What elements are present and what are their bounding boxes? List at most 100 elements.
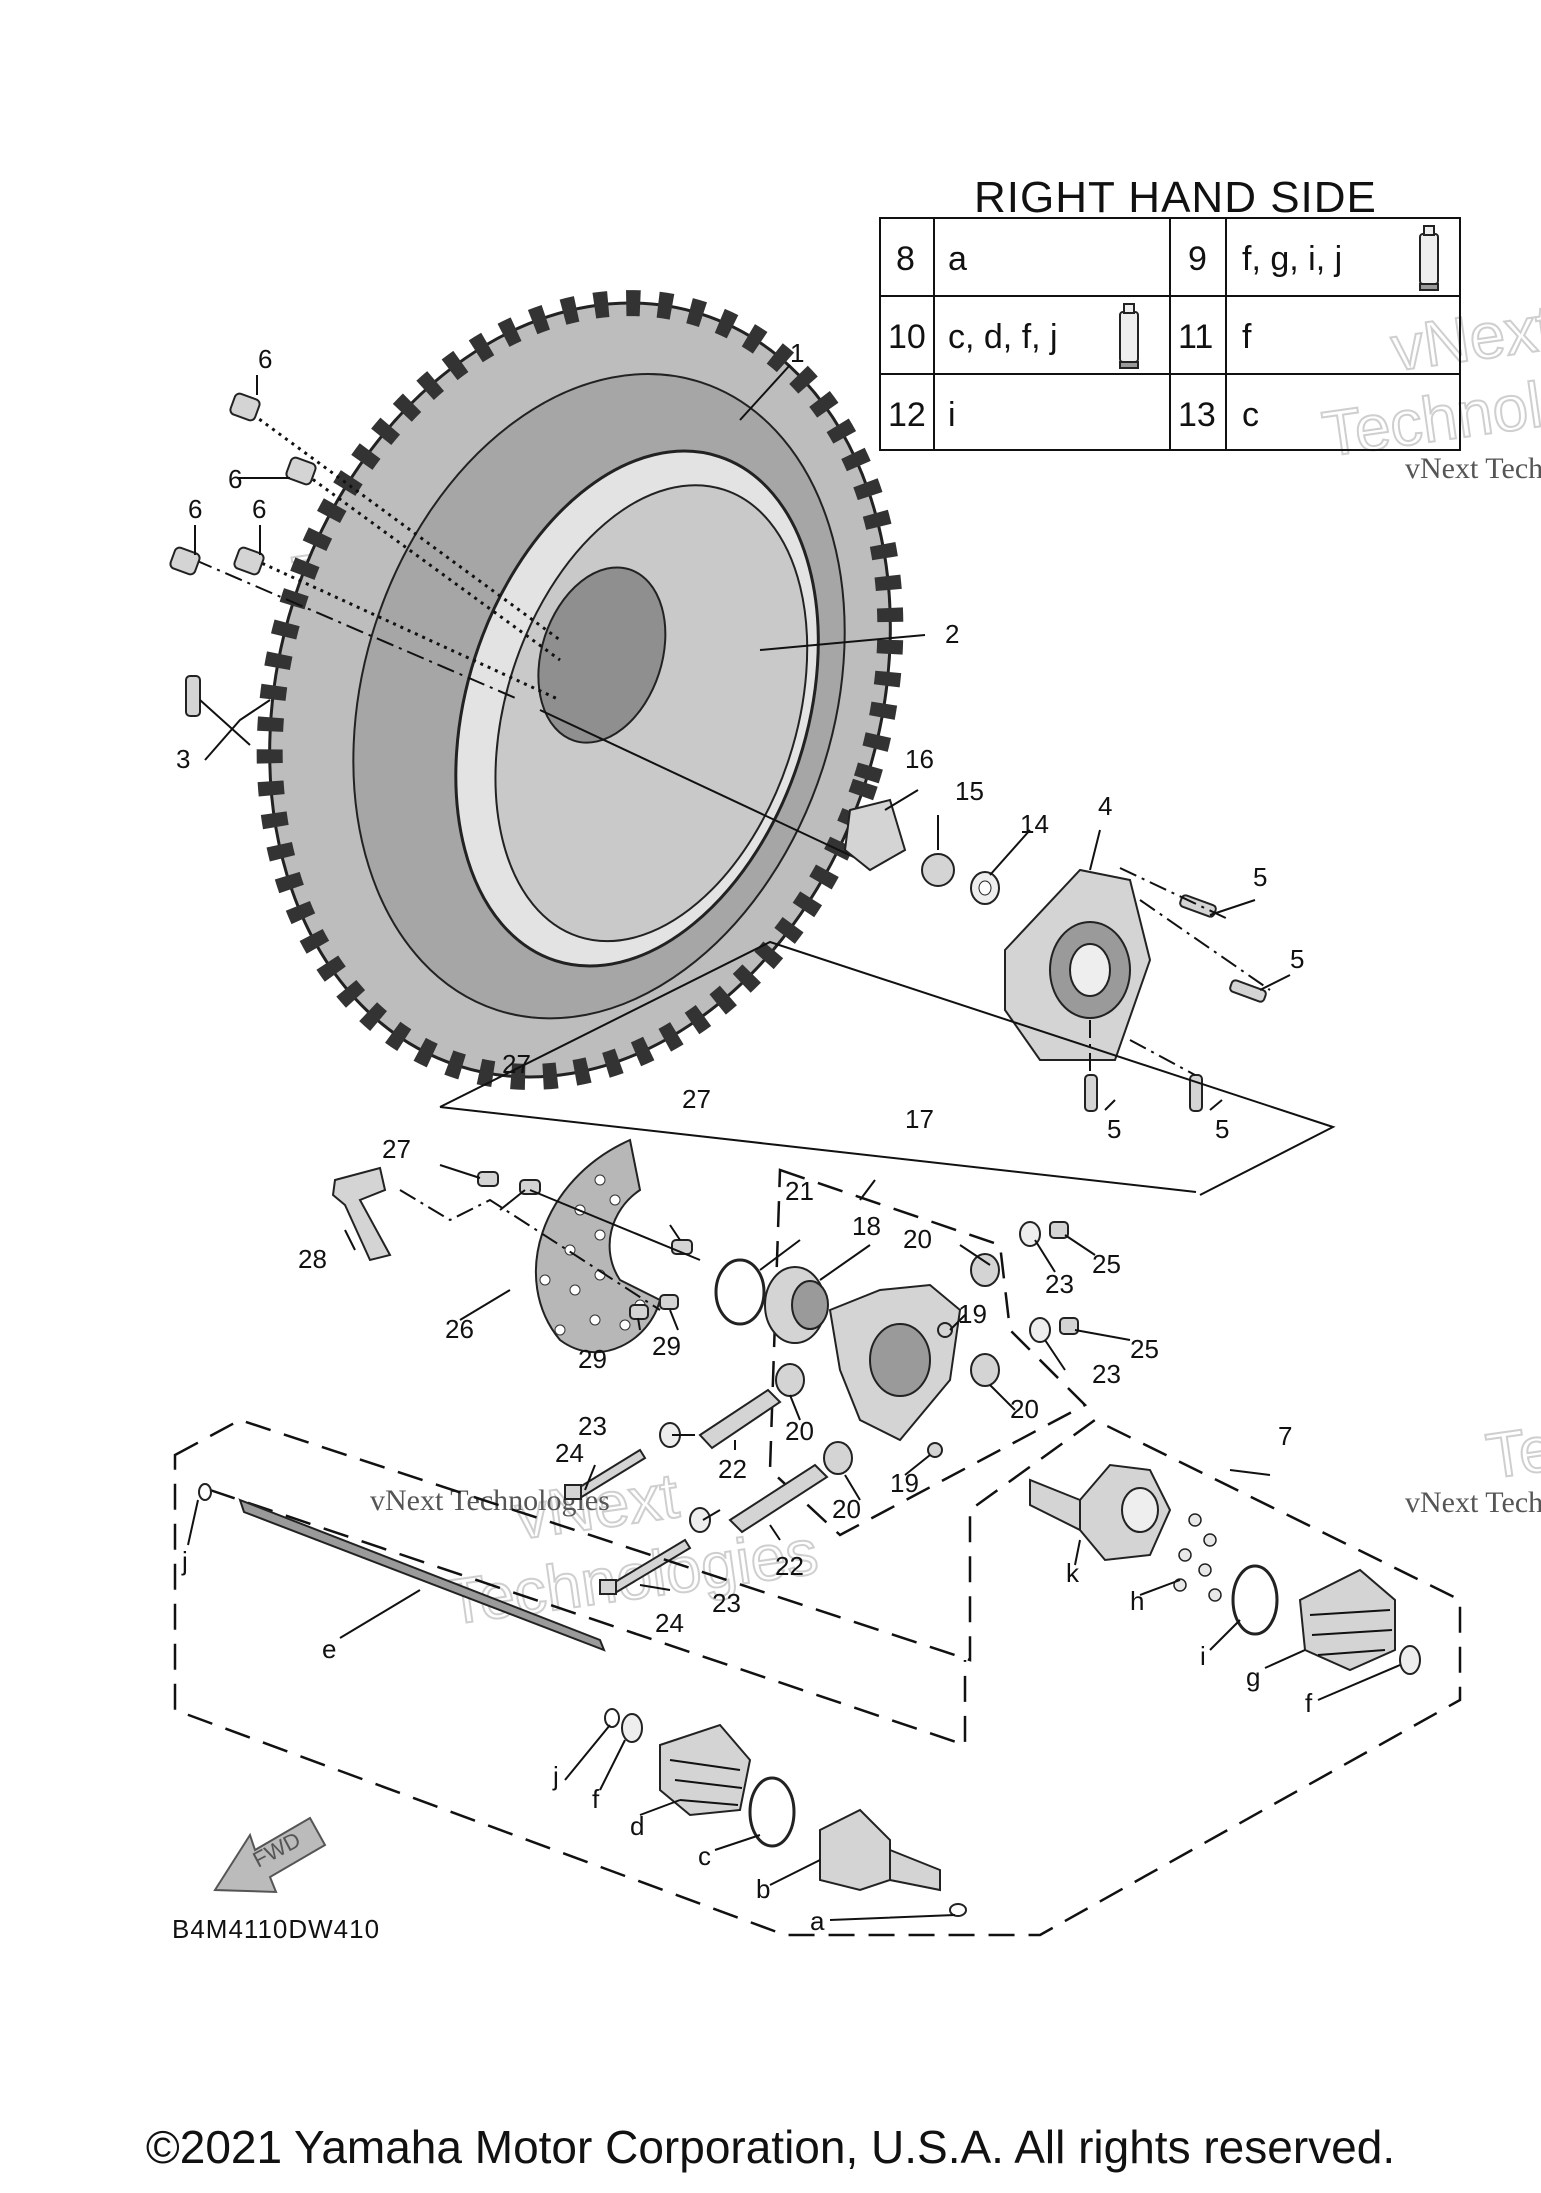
table-num-12: 12 — [888, 396, 926, 434]
callout-25a: 25 — [1092, 1249, 1121, 1279]
callout-20d: 20 — [832, 1494, 861, 1524]
knuckle-bolt — [599, 1538, 692, 1595]
table-val-9: f, g, i, j — [1242, 240, 1342, 278]
boot-band — [621, 1713, 643, 1743]
table-val-13: c — [1242, 396, 1259, 434]
callout-4: 4 — [1098, 791, 1112, 821]
callout-20a: 20 — [903, 1224, 932, 1254]
circlip — [604, 1708, 620, 1728]
callout-d: d — [630, 1811, 644, 1841]
callout-5b: 5 — [1290, 944, 1304, 974]
brake-disc — [535, 1138, 662, 1354]
callout-k: k — [1066, 1558, 1080, 1588]
nut — [1059, 1317, 1079, 1335]
wheel-hub — [1004, 868, 1152, 1061]
tire-assembly — [194, 290, 904, 1090]
disc-bolt — [477, 1171, 499, 1187]
drive-shaft-group-outline — [173, 1418, 1462, 1937]
callout-29b: 29 — [652, 1331, 681, 1361]
table-num-10: 10 — [888, 318, 926, 356]
callout-15: 15 — [955, 776, 984, 806]
boot-outer — [1298, 1568, 1396, 1672]
grease-tube-icon — [1119, 303, 1139, 369]
callout-h: h — [1130, 1586, 1144, 1616]
circlip — [198, 1483, 212, 1501]
steering-knuckle — [828, 1283, 962, 1442]
callout-25b: 25 — [1130, 1334, 1159, 1364]
callout-b: b — [756, 1874, 770, 1904]
cv-joint-outer — [819, 1808, 941, 1892]
watermark-caption-2: vNext Technologies — [1405, 452, 1541, 485]
callout-5a: 5 — [1253, 862, 1267, 892]
table-num-8: 8 — [896, 240, 915, 278]
hub-bolt — [1229, 979, 1267, 1003]
callout-19a: 19 — [958, 1299, 987, 1329]
table-val-11: f — [1242, 318, 1252, 356]
callout-j1: j — [181, 1546, 188, 1576]
callout-j2: j — [552, 1761, 559, 1791]
callout-7: 7 — [1278, 1421, 1292, 1451]
callout-16: 16 — [905, 744, 934, 774]
callout-26: 26 — [445, 1314, 474, 1344]
hub-bolt — [1084, 1074, 1098, 1112]
grease-fitting — [927, 1442, 943, 1458]
wheel-nut — [285, 456, 317, 486]
disc-bolt — [629, 1304, 649, 1320]
valve-stem — [185, 675, 251, 746]
knuckle-group-outline — [768, 1168, 1088, 1537]
callout-f1: f — [592, 1784, 600, 1814]
cv-joint-inner — [1029, 1463, 1172, 1562]
spacer-sleeve — [728, 1463, 829, 1534]
callout-23a: 23 — [1045, 1269, 1074, 1299]
washer — [689, 1507, 711, 1533]
callout-24b: 24 — [655, 1608, 684, 1638]
nut — [1049, 1221, 1069, 1239]
callout-27c: 27 — [382, 1134, 411, 1164]
washer — [970, 871, 1000, 905]
wheel-nut — [229, 392, 261, 422]
callout-29a: 29 — [578, 1344, 607, 1374]
callout-c: c — [698, 1841, 711, 1871]
bushing — [823, 1441, 853, 1475]
bushing — [775, 1363, 805, 1397]
grease-tube-icon — [1419, 225, 1439, 291]
callout-19b: 19 — [890, 1468, 919, 1498]
table-val-10: c, d, f, j — [948, 318, 1058, 356]
callout-5d: 5 — [1215, 1114, 1229, 1144]
forward-arrow-icon: FWD — [213, 1816, 327, 1894]
speed-sensor — [331, 1166, 392, 1262]
callout-g: g — [1246, 1662, 1260, 1692]
callout-24a: 24 — [555, 1438, 584, 1468]
bearing — [764, 1266, 829, 1344]
table-num-11: 11 — [1178, 318, 1213, 356]
knuckle-bolt — [564, 1448, 647, 1500]
callout-6a: 6 — [258, 344, 272, 374]
boot-band — [1399, 1645, 1421, 1675]
callout-18: 18 — [852, 1211, 881, 1241]
diagram-code: B4M4110DW410 — [172, 1914, 380, 1944]
callout-23b: 23 — [1092, 1359, 1121, 1389]
callout-23c: 23 — [578, 1411, 607, 1441]
wheel-nut — [169, 546, 201, 576]
boot-band — [748, 1776, 796, 1848]
callout-5c: 5 — [1107, 1114, 1121, 1144]
callout-20b: 20 — [1010, 1394, 1039, 1424]
callout-23d: 23 — [712, 1588, 741, 1618]
bushing — [970, 1353, 1000, 1387]
callout-27b: 27 — [682, 1084, 711, 1114]
callout-21: 21 — [785, 1176, 814, 1206]
washer — [1029, 1317, 1051, 1343]
callout-3: 3 — [176, 744, 190, 774]
table-num-9: 9 — [1188, 240, 1207, 278]
callout-27a: 27 — [502, 1049, 531, 1079]
spacer-sleeve — [698, 1388, 782, 1450]
table-val-12: i — [948, 396, 956, 434]
callout-22b: 22 — [775, 1551, 804, 1581]
table-num-13: 13 — [1178, 396, 1216, 434]
callout-6c: 6 — [188, 494, 202, 524]
steel-balls — [1173, 1513, 1222, 1602]
callout-1: 1 — [790, 338, 804, 368]
callout-2: 2 — [945, 619, 959, 649]
table-val-8: a — [948, 240, 967, 278]
callout-i: i — [1200, 1641, 1206, 1671]
